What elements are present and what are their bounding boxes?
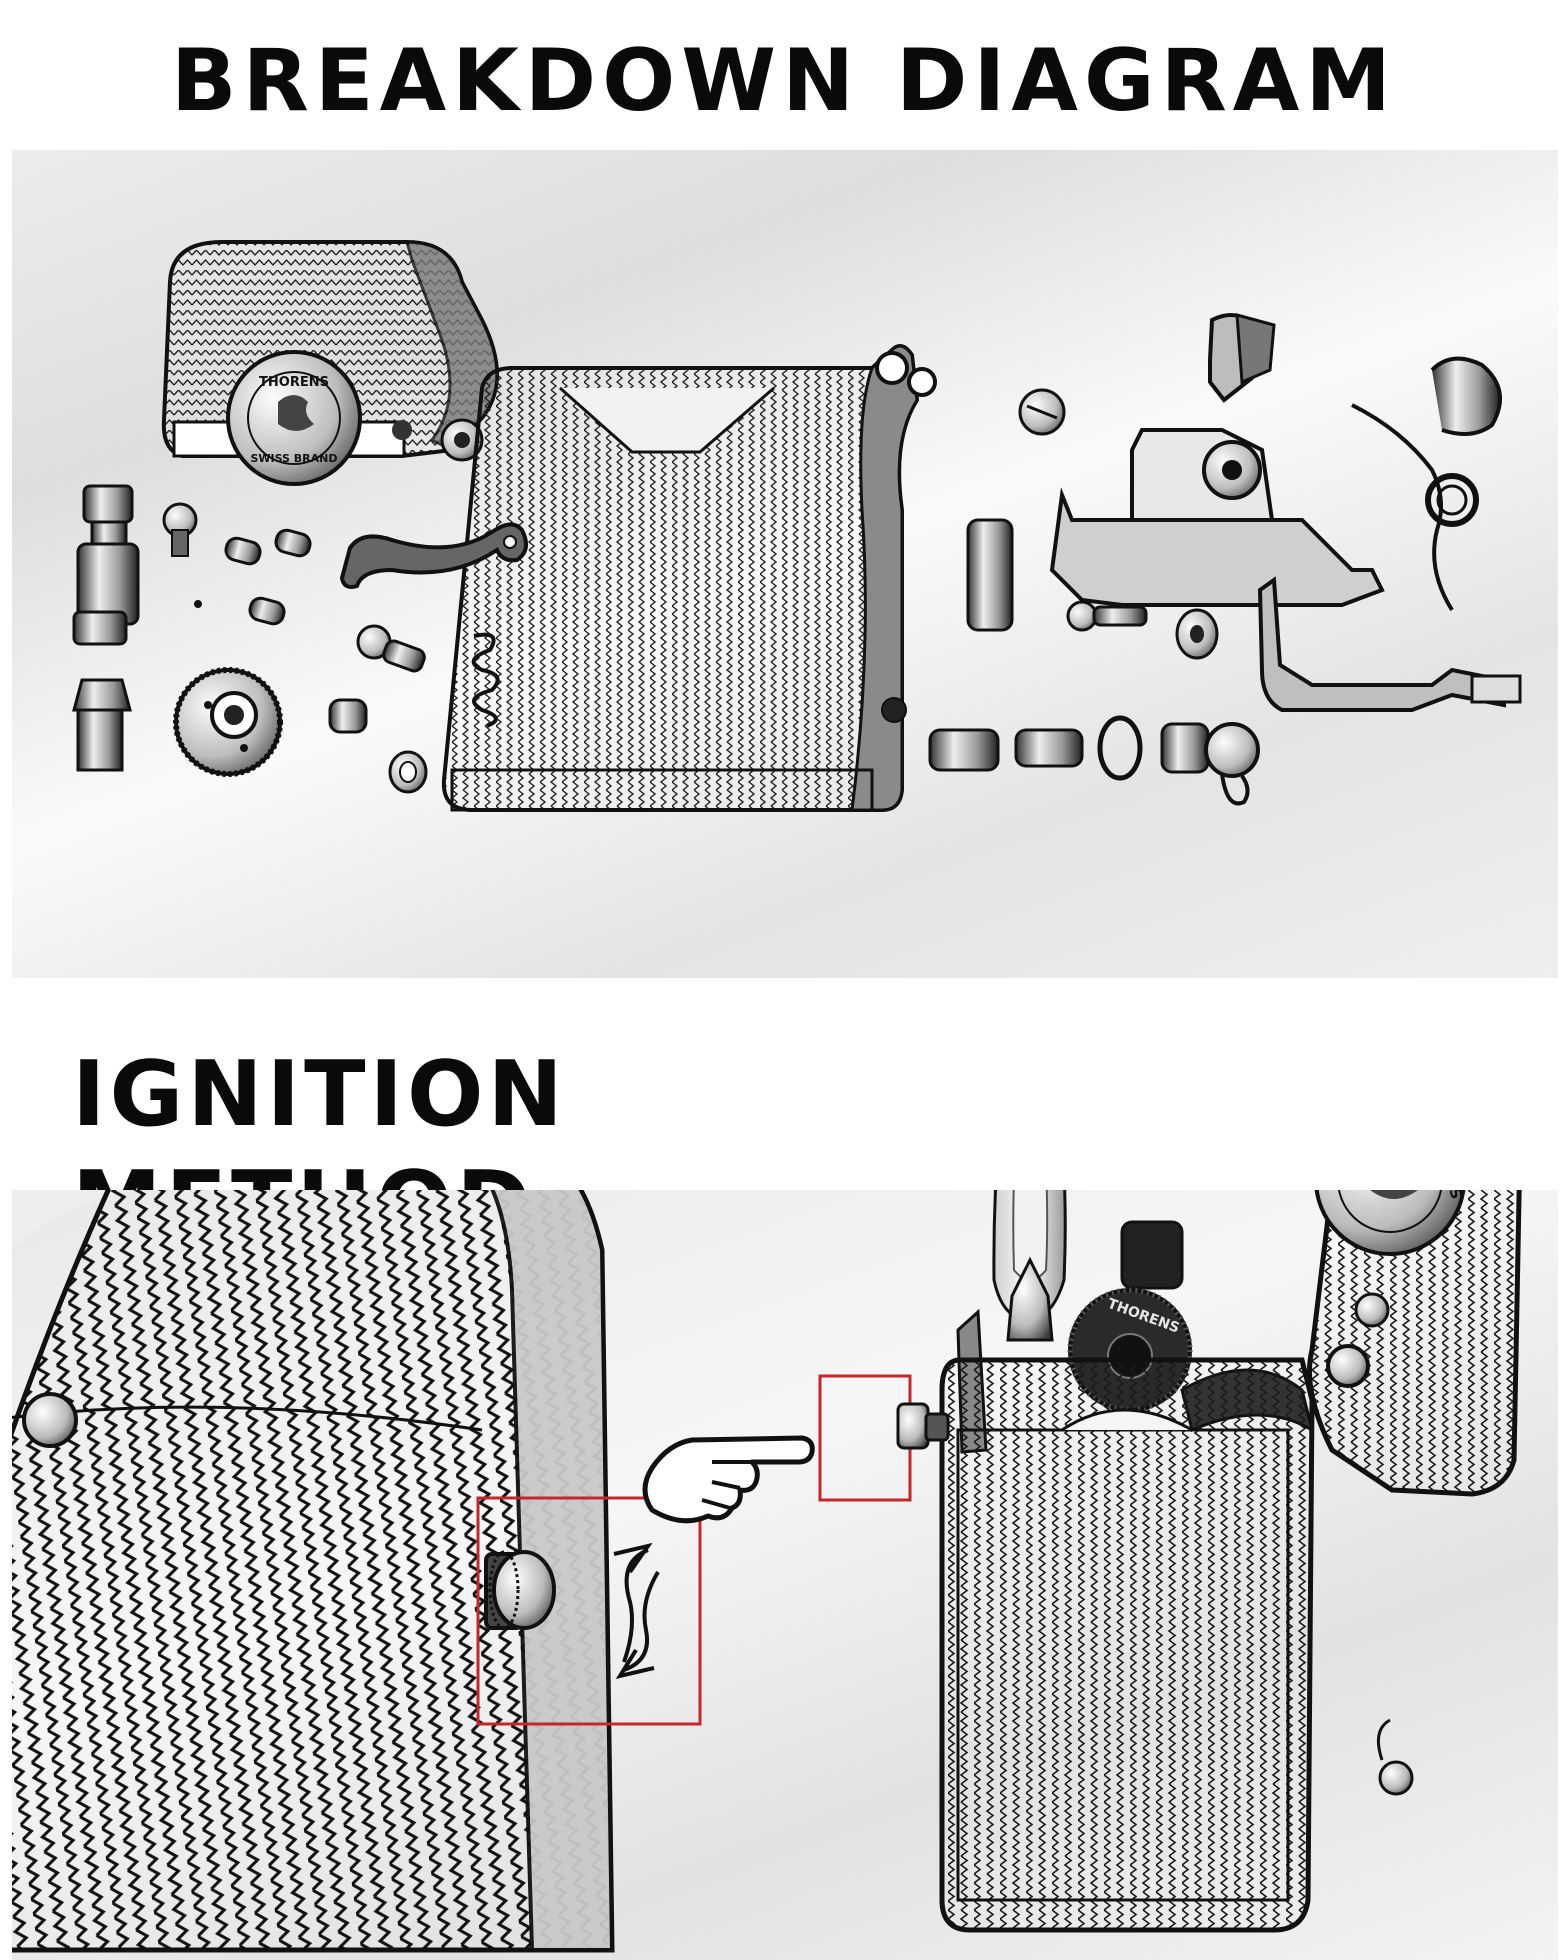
flint-wheel-part <box>173 667 283 777</box>
closeup-highlight-box <box>476 1496 702 1726</box>
breakdown-diagram-panel: THORENS SWISS BRAND <box>12 150 1558 978</box>
case-part <box>441 344 937 812</box>
lid-emblem: THORENS SWISS BRAND <box>226 350 362 486</box>
side-button[interactable] <box>896 1402 950 1450</box>
spring-part <box>1351 356 1502 612</box>
lit-lighter-emblem: THORENS <box>1314 1190 1466 1256</box>
closeup-lighter <box>12 1190 702 1953</box>
closeup-thumbwheel <box>484 1550 556 1630</box>
lever-part <box>1257 576 1522 712</box>
lid-emblem-top-text: THORENS <box>259 375 329 390</box>
ignition-method-panel: THORENS THORENS <box>12 1190 1558 1960</box>
pointing-hand-icon <box>642 1435 815 1524</box>
breakdown-diagram-title: BREAKDOWN DIAGRAM <box>171 31 1397 131</box>
small-parts-right <box>928 388 1260 806</box>
lit-lighter: THORENS THORENS <box>896 1190 1522 1933</box>
lid-emblem-bottom-text: SWISS BRAND <box>250 452 337 465</box>
rotate-arrows-icon <box>613 1542 660 1680</box>
insert-part <box>1049 312 1385 607</box>
small-parts-left <box>72 484 528 794</box>
lid-part: THORENS SWISS BRAND <box>161 240 499 486</box>
